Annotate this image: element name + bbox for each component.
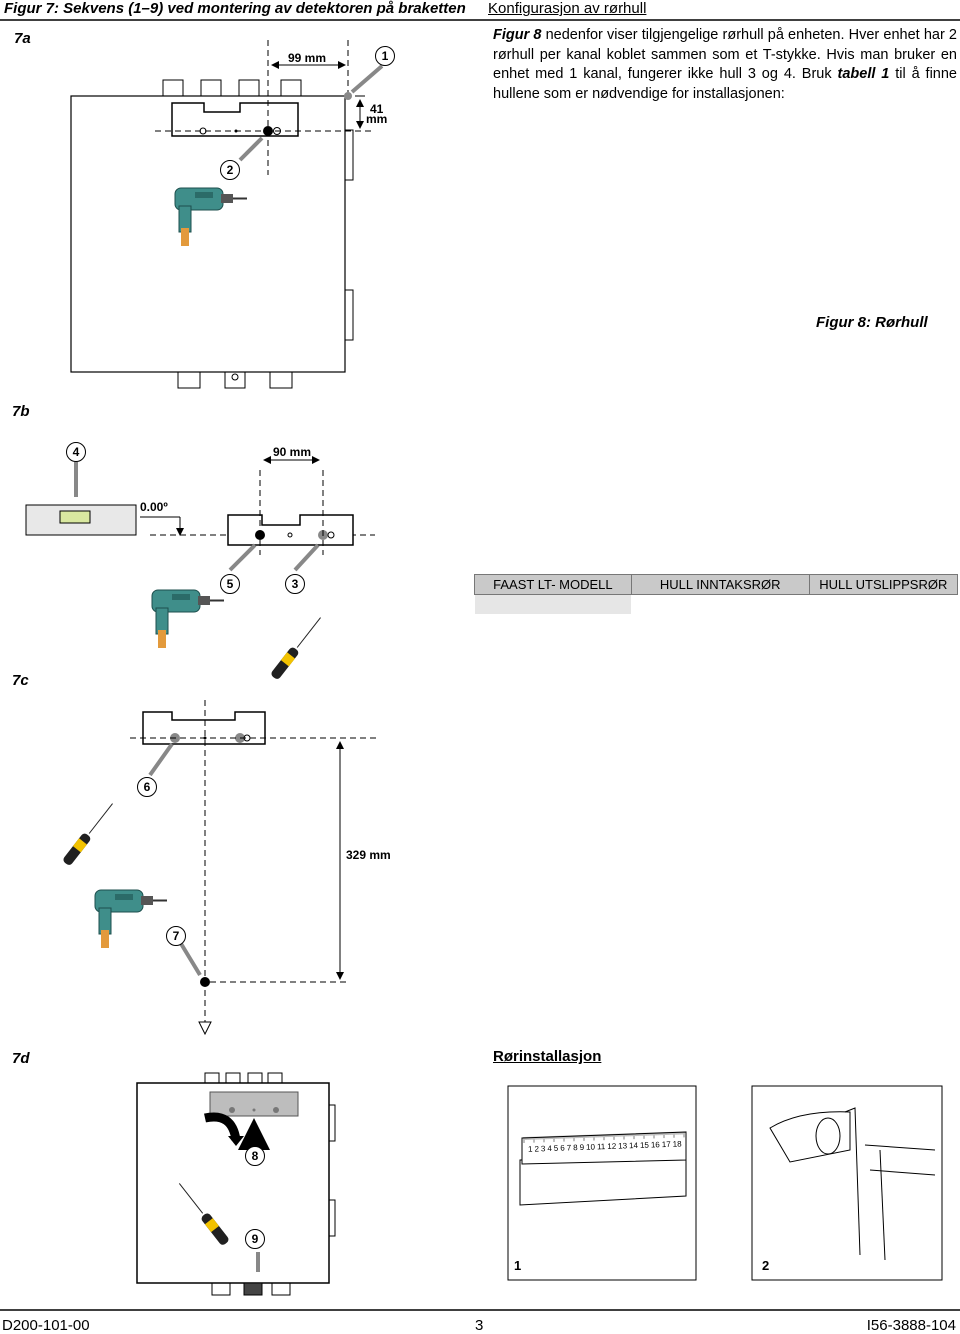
para-body: nedenfor viser tilgjengelige rørhull på … <box>493 27 957 82</box>
ruler-number: 15 <box>639 1140 650 1150</box>
callout-7: 7 <box>166 926 186 946</box>
fig8-ref: Figur 8 <box>493 27 542 43</box>
ruler-number: 4 <box>547 1143 553 1154</box>
ruler-number: 14 <box>628 1140 639 1151</box>
dim-329mm: 329 mm <box>346 848 391 862</box>
callout-2: 2 <box>220 160 240 180</box>
step-7a-diagram <box>70 40 384 389</box>
callout-1: 1 <box>375 46 395 66</box>
callout-9: 9 <box>245 1229 265 1249</box>
konfig-paragraph: Figur 8 nedenfor viser tilgjengelige rør… <box>493 26 957 104</box>
step-7c-label: 7c <box>12 672 29 689</box>
ruler-number: 11 <box>596 1142 606 1152</box>
footer-part-number: I56-3888-104 <box>866 1317 956 1334</box>
ror-panel-1-label: 1 <box>514 1258 522 1273</box>
table-cell <box>474 594 632 614</box>
ruler-number: 13 <box>618 1141 628 1151</box>
step-7c-diagram <box>60 700 380 1036</box>
dim-41-unit: mm <box>366 112 388 126</box>
ruler-number: 2 <box>534 1144 540 1154</box>
footer-doc-number: D200-101-00 <box>2 1317 90 1334</box>
step-7b-label: 7b <box>12 403 30 420</box>
callout-5: 5 <box>220 574 240 594</box>
ruler-number: 9 <box>579 1142 585 1152</box>
level-reading: 0.00º <box>140 500 168 514</box>
dim-99mm: 99 mm <box>288 51 327 65</box>
ruler-number: 1 <box>527 1144 533 1154</box>
step-7b-diagram <box>25 456 375 683</box>
step-7d-diagram <box>136 1072 336 1296</box>
step-7a-label: 7a <box>14 30 31 47</box>
callout-8: 8 <box>245 1146 265 1166</box>
fig8-caption: Figur 8: Rørhull <box>816 314 928 331</box>
ror-heading: Rørinstallasjon <box>493 1048 602 1065</box>
table-row <box>474 594 958 614</box>
para-tail: til å finne hullene som er nødvendige fo… <box>493 66 957 102</box>
ror-panel-1 <box>507 1085 697 1281</box>
table-header-intake: HULL INNTAKSRØR <box>630 574 810 595</box>
hull-table: FAAST LT- MODELL HULL INNTAKSRØR HULL UT… <box>474 574 959 614</box>
table-header-model: FAAST LT- MODELL <box>474 574 632 595</box>
table1-ref: tabell 1 <box>837 66 890 82</box>
table-cell <box>631 594 810 614</box>
ror-panel-2-label: 2 <box>762 1258 770 1273</box>
callout-6: 6 <box>137 777 157 797</box>
ruler-number: 17 <box>661 1139 671 1150</box>
dim-90mm: 90 mm <box>273 445 312 459</box>
ruler-number: 6 <box>560 1143 565 1153</box>
table-header-exhaust: HULL UTSLIPPSRØR <box>808 574 959 595</box>
konfig-heading: Konfigurasjon av rørhull <box>488 0 647 17</box>
callout-3: 3 <box>285 574 305 594</box>
ruler-number: 3 <box>540 1144 546 1154</box>
ruler-number: 18 <box>672 1139 682 1149</box>
step-7d-label: 7d <box>12 1050 30 1067</box>
ruler-number: 16 <box>650 1140 660 1150</box>
ruler-number: 12 <box>607 1141 617 1152</box>
ruler-number: 10 <box>585 1142 596 1152</box>
figure7-title: Figur 7: Sekvens (1–9) ved montering av … <box>4 0 466 17</box>
dim-41: 41 <box>370 102 384 116</box>
footer-page-number: 3 <box>475 1317 484 1334</box>
ruler-number: 7 <box>566 1143 572 1153</box>
ruler-number: 8 <box>573 1143 578 1153</box>
callout-4: 4 <box>66 442 86 462</box>
ror-panel-2 <box>751 1085 943 1281</box>
table-cell <box>809 594 958 614</box>
ruler-number: 5 <box>553 1143 559 1153</box>
